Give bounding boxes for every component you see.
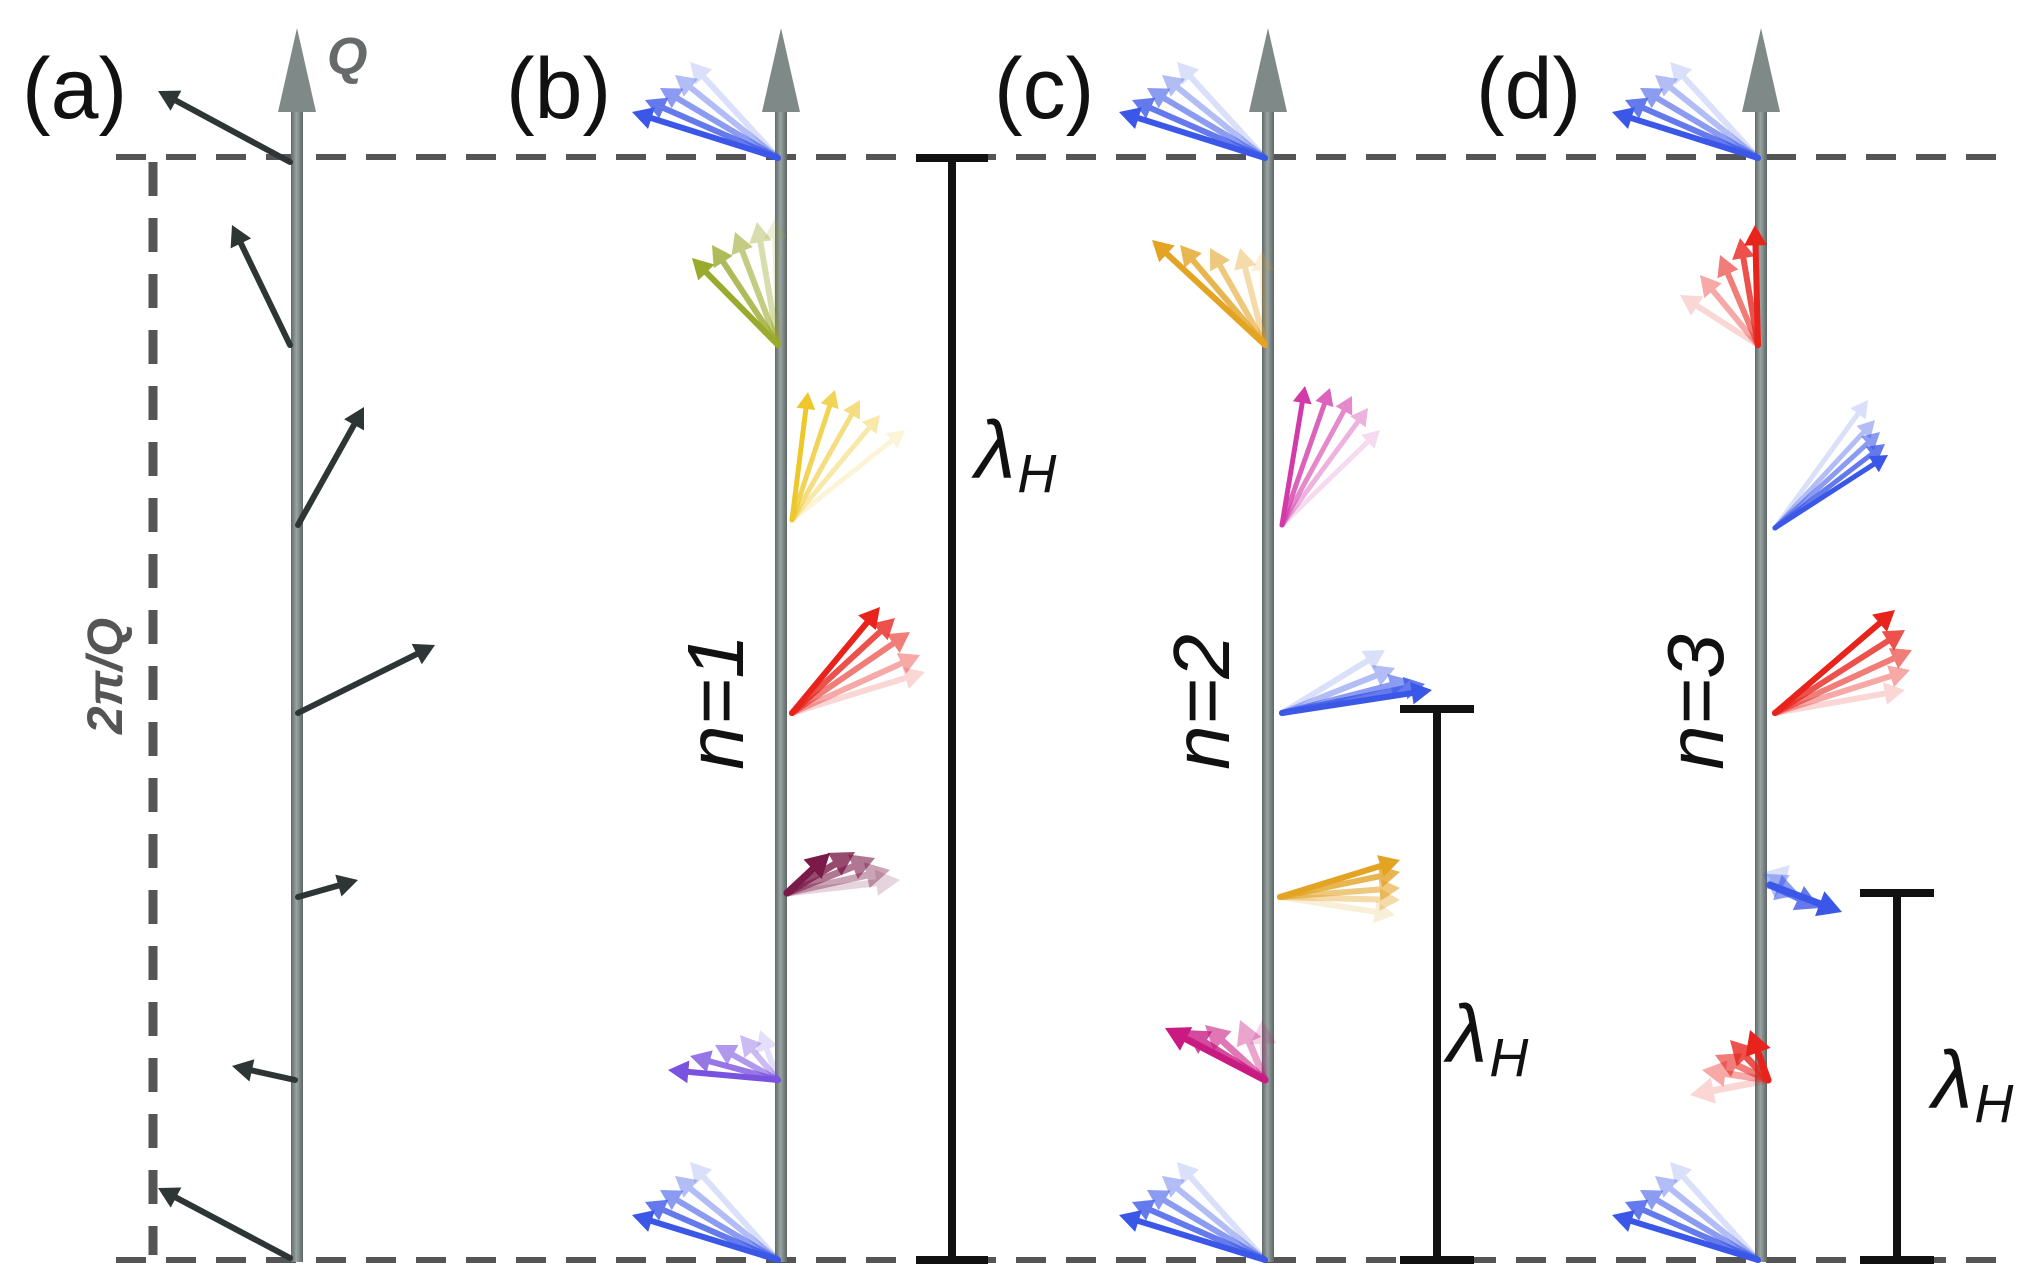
spin-d-red-top-arrow: [1700, 275, 1761, 348]
spin-d-top-blue-arrow: [1670, 62, 1761, 161]
panel-label-b: (b): [506, 41, 611, 137]
spin-c-magenta-arrow: [1279, 386, 1312, 528]
spin-b-olive-arrow: [731, 232, 781, 348]
helix-arrow-4: [295, 643, 435, 716]
spin-c-bottom-blue-arrow: [1119, 1210, 1268, 1263]
scale-bars: [916, 154, 1934, 1264]
lambda-label-c: λH: [1443, 989, 1529, 1088]
helix-arrow-1: [158, 90, 293, 165]
spin-d-red-mid-arrow: [1772, 630, 1905, 716]
spin-d-top-blue-arrow: [1612, 107, 1761, 161]
spin-b-olive-arrow: [692, 258, 781, 348]
spin-d-blue-arrow: [1772, 400, 1868, 531]
panel-label-a: (a): [22, 41, 127, 137]
n-label-d: n=3: [1651, 634, 1740, 770]
propagation-axes: [278, 28, 1780, 1262]
spin-c-pink-arrow: [1165, 1027, 1269, 1084]
scale-bar-d: [1860, 889, 1934, 1264]
spin-b-yellow-arrow: [789, 430, 905, 523]
spin-b-plum-arrow: [783, 853, 830, 897]
spin-b-yellow-arrow: [789, 415, 880, 523]
spin-c-gold-arrow: [1152, 240, 1268, 348]
spin-d-bottom-blue-arrow: [1612, 1210, 1761, 1263]
axis-c: [1249, 28, 1287, 1262]
spin-b-top-blue-arrow: [632, 107, 781, 161]
spin-b-olive-arrow: [749, 222, 781, 348]
spin-c-top-blue-arrow: [1119, 107, 1268, 161]
spin-c-bottom-blue-arrow: [1177, 1162, 1268, 1263]
labels: (a) (b) (c) (d) Q 2π/Q n=1 n=2 n=3 λH λH…: [22, 28, 2014, 1134]
spin-b-yellow-arrow: [789, 400, 860, 523]
spin-d-red-mid-arrow: [1772, 682, 1905, 716]
spin-arrows: [632, 62, 1912, 1263]
spin-c-magenta-arrow: [1279, 396, 1353, 528]
axis-d: [1742, 28, 1780, 1262]
helix-arrows: [158, 90, 435, 1261]
n-label-c: n=2: [1157, 634, 1246, 770]
scale-bar-c: [1400, 705, 1474, 1264]
spin-b-olive-arrow: [764, 218, 787, 348]
axis-b: [762, 28, 800, 1262]
period-label: 2π/Q: [77, 618, 133, 735]
spin-d-red-top-arrow: [1680, 295, 1761, 348]
spin-b-red-arrow: [789, 653, 920, 716]
lambda-label-d: λH: [1928, 1035, 2014, 1134]
spin-b-red-arrow: [789, 667, 925, 716]
helix-arrow-7: [158, 1187, 293, 1261]
spin-d-blue-curl-arrow: [1766, 881, 1842, 917]
spin-c-pink-arrow: [1249, 1020, 1277, 1084]
spin-b-top-blue-arrow: [690, 62, 781, 161]
spin-c-top-blue-arrow: [1177, 62, 1268, 161]
spin-b-violet-arrow: [668, 1060, 781, 1084]
helix-arrow-3: [295, 407, 364, 528]
period-boundaries: [116, 154, 2004, 1263]
scale-bar-b: [916, 154, 988, 1264]
panel-label-d: (d): [1476, 41, 1581, 137]
spin-c-magenta-arrow: [1279, 408, 1368, 528]
spin-c-gold-low-arrow: [1277, 855, 1400, 900]
spin-b-plum-arrow: [783, 869, 900, 897]
n-label-b: n=1: [671, 634, 760, 770]
helix-arrow-6: [232, 1059, 298, 1083]
spin-d-blue-arrow: [1772, 455, 1888, 531]
spin-d-red-top-arrow: [1744, 225, 1767, 348]
spin-b-olive-arrow: [712, 245, 781, 348]
spin-c-blue-arrow: [1279, 650, 1385, 716]
spin-c-gold-arrow: [1251, 250, 1275, 348]
spin-d-red-low-arrow: [1690, 1076, 1772, 1104]
spin-b-yellow-arrow: [789, 392, 816, 523]
spin-d-bottom-blue-arrow: [1670, 1162, 1761, 1263]
spin-d-red-mid-arrow: [1772, 610, 1895, 716]
panel-label-c: (c): [994, 41, 1094, 137]
spin-c-magenta-arrow: [1279, 430, 1380, 528]
spin-b-yellow-arrow: [789, 390, 839, 523]
q-label: Q: [327, 28, 367, 86]
spin-b-bottom-blue-arrow: [690, 1162, 781, 1263]
spin-c-gold-arrow: [1234, 248, 1268, 348]
spin-d-red-low-arrow: [1745, 1030, 1772, 1084]
spin-c-blue-arrow: [1279, 681, 1432, 716]
spin-b-violet-arrow: [756, 1030, 781, 1083]
lambda-label-b: λH: [971, 405, 1057, 504]
helix-arrow-5: [295, 874, 358, 900]
axis-a: [278, 28, 316, 1262]
spin-b-red-arrow: [789, 607, 880, 716]
spin-b-bottom-blue-arrow: [632, 1210, 781, 1263]
helix-arrow-2: [230, 225, 293, 348]
spin-c-magenta-arrow: [1279, 388, 1334, 528]
spin-c-gold-low-arrow: [1277, 894, 1395, 924]
